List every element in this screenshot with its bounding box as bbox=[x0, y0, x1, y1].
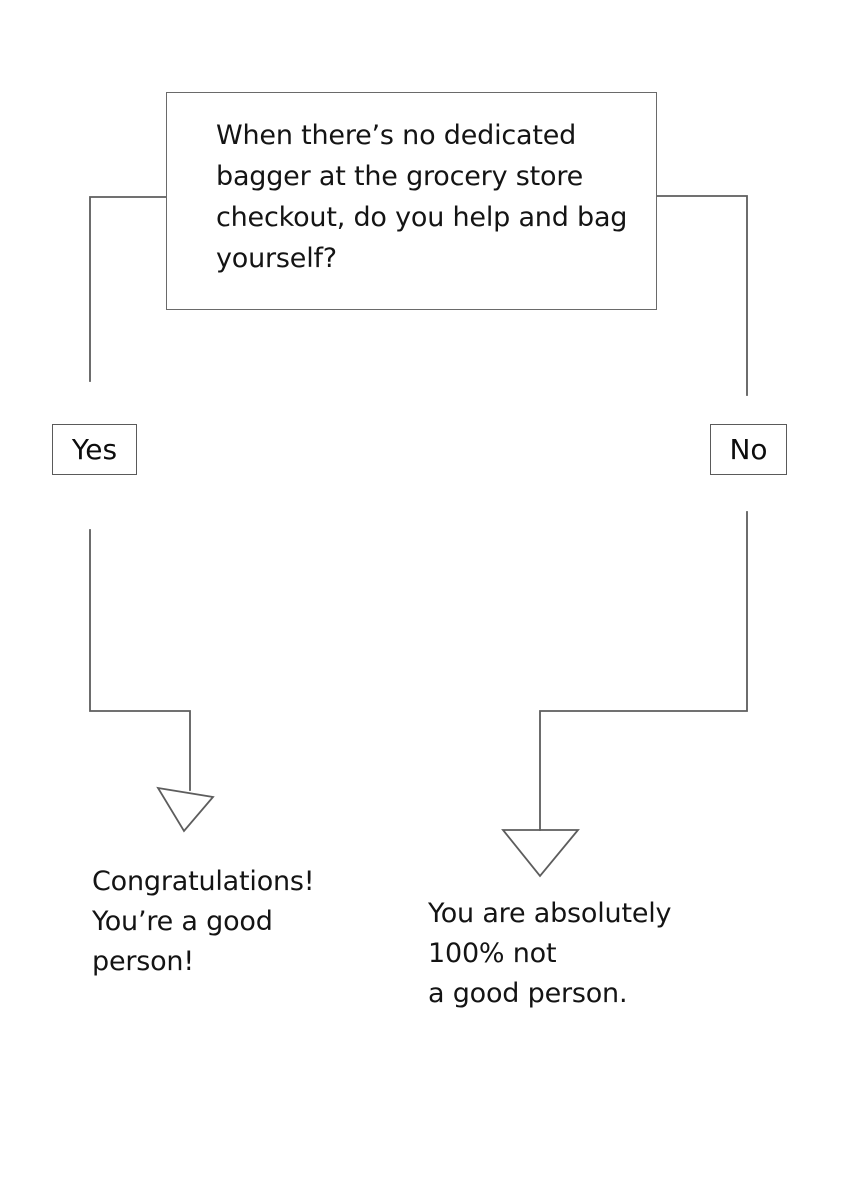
connector-question-to-yes bbox=[89, 196, 167, 382]
branch-label-no[interactable]: No bbox=[710, 424, 787, 475]
question-node: When there’s no dedicated bagger at the … bbox=[166, 92, 657, 310]
connector-question-to-no bbox=[656, 195, 748, 396]
connector-no-to-outcome bbox=[539, 511, 748, 831]
arrowhead-yes-icon bbox=[156, 786, 215, 833]
branch-label-yes[interactable]: Yes bbox=[52, 424, 137, 475]
arrowhead-no-icon bbox=[501, 829, 580, 878]
outcome-text-yes: Congratulations! You’re a good person! bbox=[92, 866, 315, 977]
outcome-text-no: You are absolutely 100% not a good perso… bbox=[428, 898, 672, 1009]
connector-yes-to-outcome bbox=[89, 529, 191, 791]
question-text: When there’s no dedicated bagger at the … bbox=[216, 120, 628, 274]
